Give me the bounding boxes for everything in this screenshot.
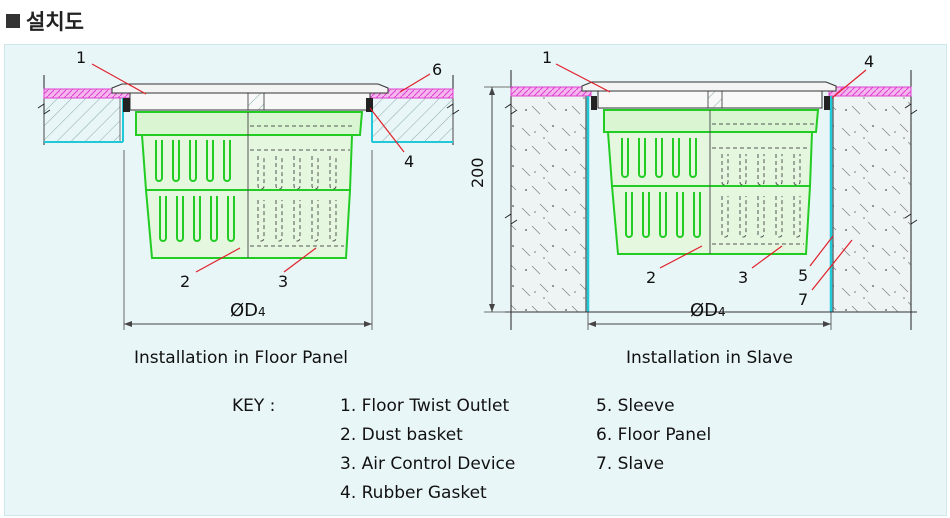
diameter-label-right: ØD4: [690, 300, 726, 321]
page-title: 설치도: [6, 6, 84, 36]
left-drawing: [37, 63, 460, 330]
callout-right-5: 5: [798, 266, 809, 285]
callout-right-1: 1: [542, 48, 553, 67]
diameter-label-left: ØD4: [230, 300, 266, 321]
callout-left-6: 6: [432, 60, 443, 79]
caption-slave: Installation in Slave: [626, 348, 793, 368]
page-title-text: 설치도: [26, 10, 84, 34]
callout-right-4: 4: [864, 52, 875, 71]
key-label: KEY :: [232, 396, 276, 416]
height-dimension-label: 200: [468, 157, 487, 188]
callout-right-3: 3: [738, 268, 749, 287]
callout-right-7: 7: [798, 290, 809, 309]
callout-right-2: 2: [646, 268, 657, 287]
callout-left-1: 1: [76, 48, 87, 67]
square-bullet-icon: [6, 14, 20, 28]
caption-floor-panel: Installation in Floor Panel: [134, 348, 349, 368]
key-item-3: 3. Air Control Device: [340, 454, 516, 474]
key-item-5: 5. Sleeve: [596, 396, 675, 416]
key-item-6: 6. Floor Panel: [596, 425, 712, 445]
right-drawing: [484, 63, 918, 330]
key-item-7: 7. Slave: [596, 454, 665, 474]
callout-left-2: 2: [180, 272, 191, 291]
key-item-2: 2. Dust basket: [340, 425, 463, 445]
key-item-4: 4. Rubber Gasket: [340, 483, 487, 503]
callout-left-3: 3: [278, 272, 289, 291]
key-item-1: 1. Floor Twist Outlet: [340, 396, 510, 416]
title-bar: 설치도: [0, 0, 950, 44]
callout-left-4: 4: [404, 152, 415, 171]
